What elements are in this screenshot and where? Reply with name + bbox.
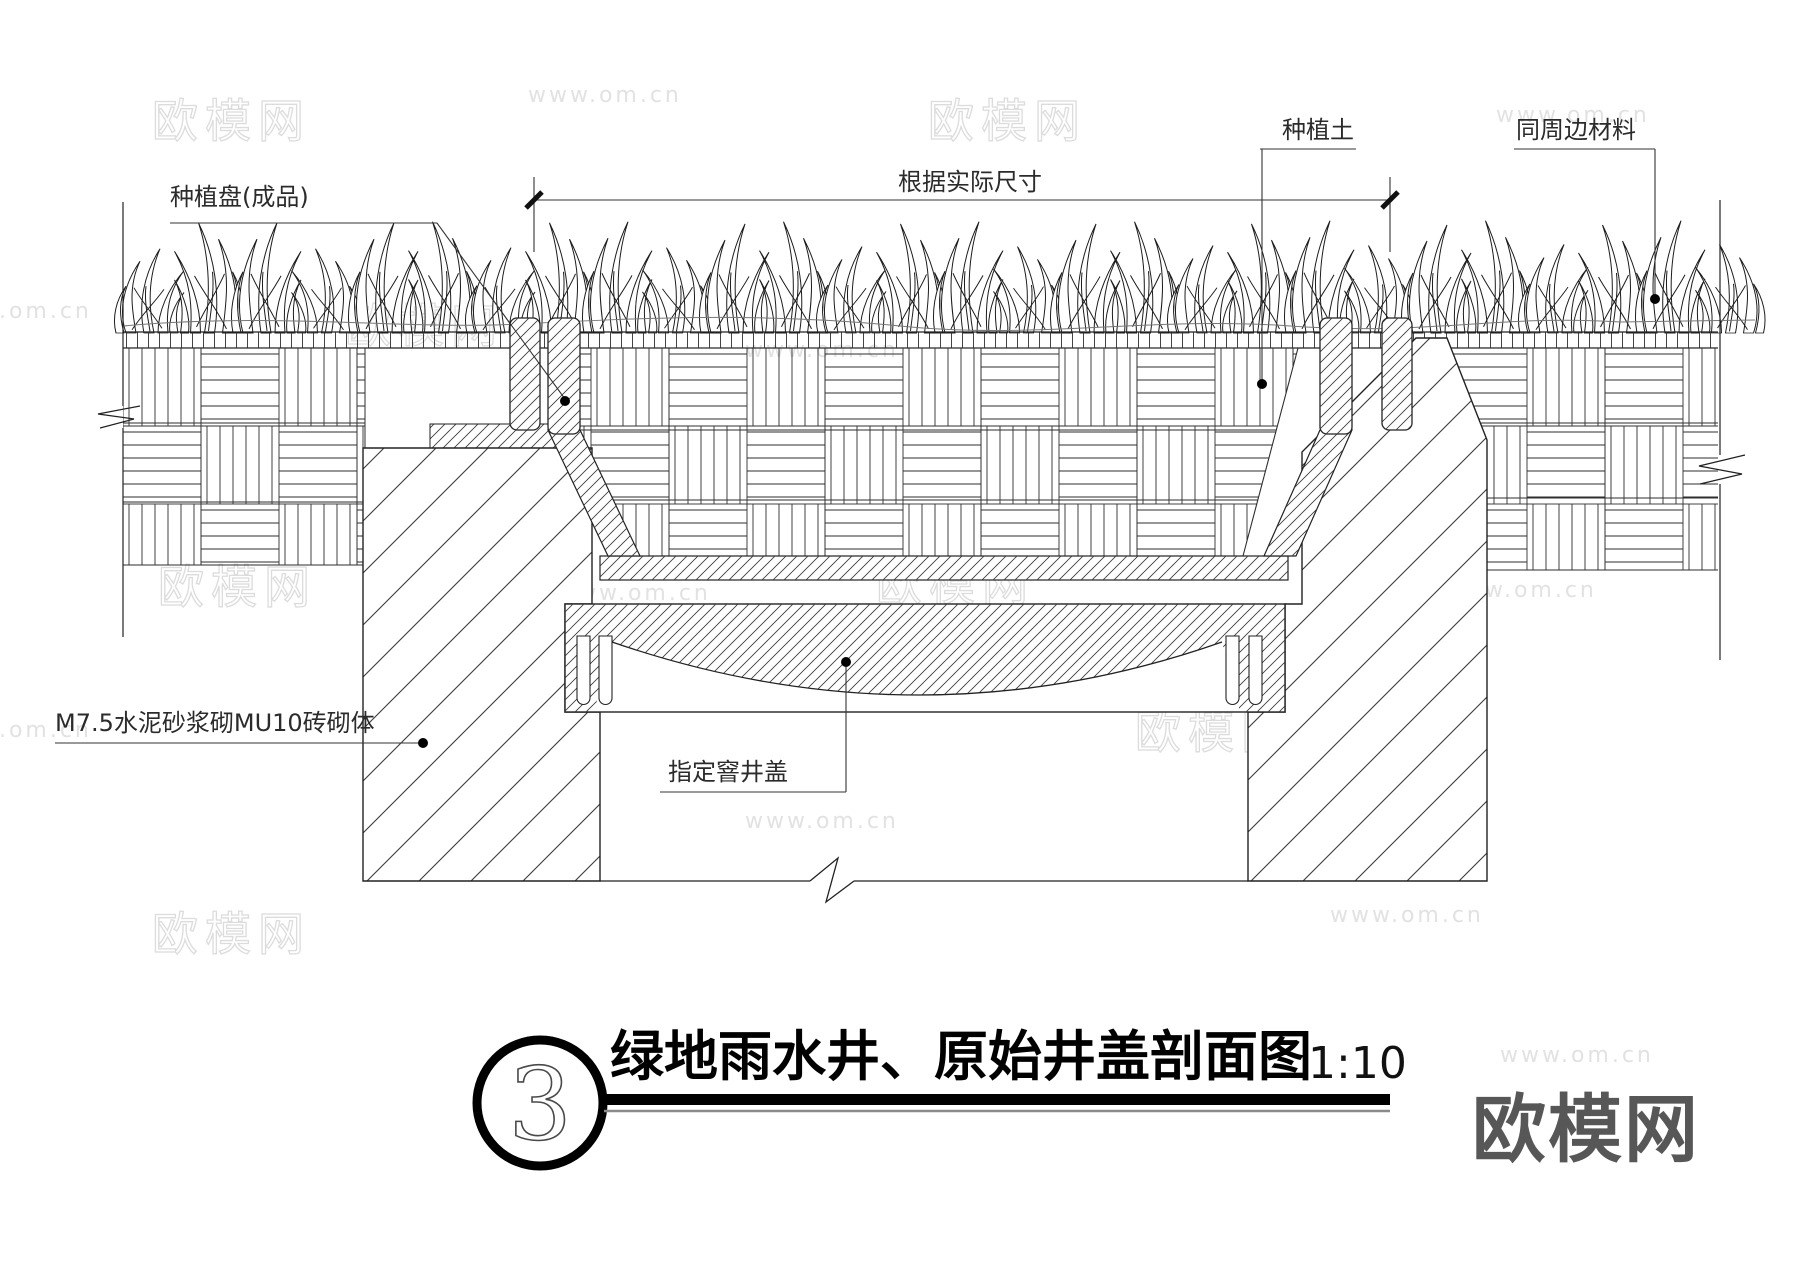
soil-in-tray xyxy=(557,347,1299,557)
watermark-brand: 欧模网 xyxy=(158,560,317,614)
sod-strip xyxy=(123,331,1718,349)
label-manhole-cover: 指定窨井盖 xyxy=(660,657,851,793)
watermark-logo-large: 欧模网 xyxy=(1472,1087,1700,1173)
detail-number: 3 xyxy=(508,1046,572,1163)
label-planting-soil: 种植土 xyxy=(1257,116,1356,389)
watermark-url: www.om.cn xyxy=(1500,1043,1654,1068)
drawing-title: 绿地雨水井、原始井盖剖面图 xyxy=(610,1025,1312,1088)
drawing-scale: 1:10 xyxy=(1308,1038,1407,1089)
shaft-bottom xyxy=(600,856,1248,904)
watermark-url: www.om.cn xyxy=(0,718,92,743)
leader-labels: 种植盘(成品) 种植土 同周边材料 M7.5水泥砂浆砌MU10砖砌体 指定窨井盖 xyxy=(55,116,1660,793)
watermark-url: www.om.cn xyxy=(1330,903,1484,928)
dimension-text: 根据实际尺寸 xyxy=(898,168,1042,196)
grass-band xyxy=(113,220,1766,334)
watermark-url: www.om.cn xyxy=(528,83,682,108)
title-block: 3 绿地雨水井、原始井盖剖面图 1:10 xyxy=(472,1025,1407,1171)
planting-tray xyxy=(509,317,1413,581)
watermark-brand: 欧模网 xyxy=(928,94,1087,148)
soil-left xyxy=(123,348,366,566)
label-masonry: M7.5水泥砂浆砌MU10砖砌体 xyxy=(55,709,428,748)
brick-wall-left xyxy=(362,447,601,882)
label-masonry-text: M7.5水泥砂浆砌MU10砖砌体 xyxy=(55,709,375,737)
boundary-lines xyxy=(97,200,1746,660)
soil-right xyxy=(1446,348,1718,571)
manhole-cover xyxy=(564,603,1286,713)
label-planting-soil-text: 种植土 xyxy=(1282,116,1354,144)
watermark-brand: 欧模网 xyxy=(152,907,311,961)
watermark-url: www.om.cn xyxy=(0,299,92,324)
title-underline-thick xyxy=(604,1094,1390,1105)
label-surrounding-material-text: 同周边材料 xyxy=(1516,116,1636,144)
watermark-url: www.om.cn xyxy=(1496,103,1650,128)
label-planting-tray-text: 种植盘(成品) xyxy=(170,183,309,211)
detail-number-circle xyxy=(472,1035,608,1171)
dimension: 根据实际尺寸 xyxy=(524,168,1400,252)
label-surrounding-material: 同周边材料 xyxy=(1514,116,1660,304)
watermark-url: www.om.cn xyxy=(745,809,899,834)
label-planting-tray: 种植盘(成品) xyxy=(170,183,570,406)
label-manhole-cover-text: 指定窨井盖 xyxy=(668,758,788,786)
watermark-brand: 欧模网 xyxy=(152,94,311,148)
